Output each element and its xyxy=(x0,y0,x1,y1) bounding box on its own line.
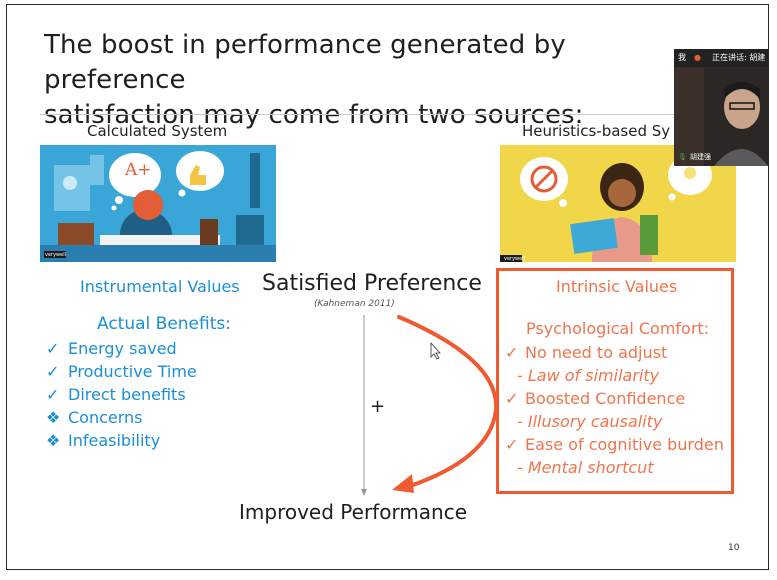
speaker-video xyxy=(674,67,768,166)
list-item-text: Productive Time xyxy=(68,362,197,381)
list-item: ✓ Energy saved xyxy=(46,337,197,360)
list-item-text: Concerns xyxy=(68,408,143,427)
improved-performance-label: Improved Performance xyxy=(239,500,468,524)
self-label: 我 xyxy=(678,53,686,62)
right-heading: Heuristics-based Sy xyxy=(522,122,671,140)
verywell-logo-right: verywell xyxy=(504,256,525,262)
check-icon: ✓ xyxy=(46,362,60,381)
benefits-list: ✓ Energy saved ✓ Productive Time ✓ Direct b… xyxy=(46,337,197,452)
list-item-text: Energy saved xyxy=(68,339,177,358)
list-item: ❖ Concerns xyxy=(46,406,197,429)
list-item-sub: - Illusory causality xyxy=(517,412,663,431)
studying-illustration-art xyxy=(40,145,276,262)
satisfied-preference-title: Satisfied Preference xyxy=(262,271,482,296)
title-divider xyxy=(40,114,730,115)
comfort-heading: Psychological Comfort: xyxy=(526,319,710,338)
list-item: ✓ Productive Time xyxy=(46,360,197,383)
list-item-text: Direct benefits xyxy=(68,385,186,404)
speaker-name: 胡建强 xyxy=(690,153,711,161)
slide-frame xyxy=(6,4,769,570)
list-item: ✓ Direct benefits xyxy=(46,383,197,406)
list-item-text: No need to adjust xyxy=(525,343,668,362)
diamond-bullet-icon: ❖ xyxy=(46,408,61,427)
title-line-2: satisfaction may come from two sources: xyxy=(44,100,584,130)
list-item-text: Infeasibility xyxy=(68,431,161,450)
list-item: ✓ Boosted Confidence xyxy=(505,387,724,410)
diamond-bullet-icon: ❖ xyxy=(46,431,61,450)
plus-sign: + xyxy=(370,396,386,417)
instrumental-values-label: Instrumental Values xyxy=(80,277,240,296)
list-item: ❖ Infeasibility xyxy=(46,429,197,452)
page-number: 10 xyxy=(728,543,740,553)
actual-benefits-heading: Actual Benefits: xyxy=(97,314,231,334)
list-item-text: Boosted Confidence xyxy=(525,389,686,408)
check-icon: ✓ xyxy=(46,385,60,404)
list-item-text: Ease of cognitive burden xyxy=(525,435,724,454)
intrinsic-values-box xyxy=(496,268,734,494)
mic-icon: ● xyxy=(694,53,701,62)
check-icon: ✓ xyxy=(46,339,60,358)
mic-active-icon: 🎙 xyxy=(678,153,687,161)
studying-illustration: A+ verywell xyxy=(40,145,276,262)
check-icon: ✓ xyxy=(505,343,519,362)
check-icon: ✓ xyxy=(505,389,519,408)
check-icon: ✓ xyxy=(505,435,519,454)
reading-illustration: verywell xyxy=(500,145,736,262)
intrinsic-values-label: Intrinsic Values xyxy=(556,277,678,296)
video-footer: 🎙 胡建强 xyxy=(674,148,768,166)
list-item: ✓ Ease of cognitive burden xyxy=(505,433,724,456)
list-item: ✓ No need to adjust xyxy=(505,341,724,364)
left-heading: Calculated System xyxy=(87,122,228,140)
slide-title: The boost in performance generated by pr… xyxy=(44,28,694,133)
grade-text: A+ xyxy=(125,160,152,180)
list-item-sub: - Mental shortcut xyxy=(517,458,654,477)
video-thumbnail[interactable]: 我 ● 正在讲话: 胡建强 🎙 胡建强 xyxy=(674,49,768,166)
verywell-logo-left: verywell xyxy=(45,252,66,258)
list-item-sub: - Law of similarity xyxy=(517,366,660,385)
comfort-list: Psychological Comfort: ✓ No need to adjus… xyxy=(505,317,724,479)
title-line-1: The boost in performance generated by pr… xyxy=(44,30,566,95)
citation: (Kahneman 2011) xyxy=(314,299,395,309)
